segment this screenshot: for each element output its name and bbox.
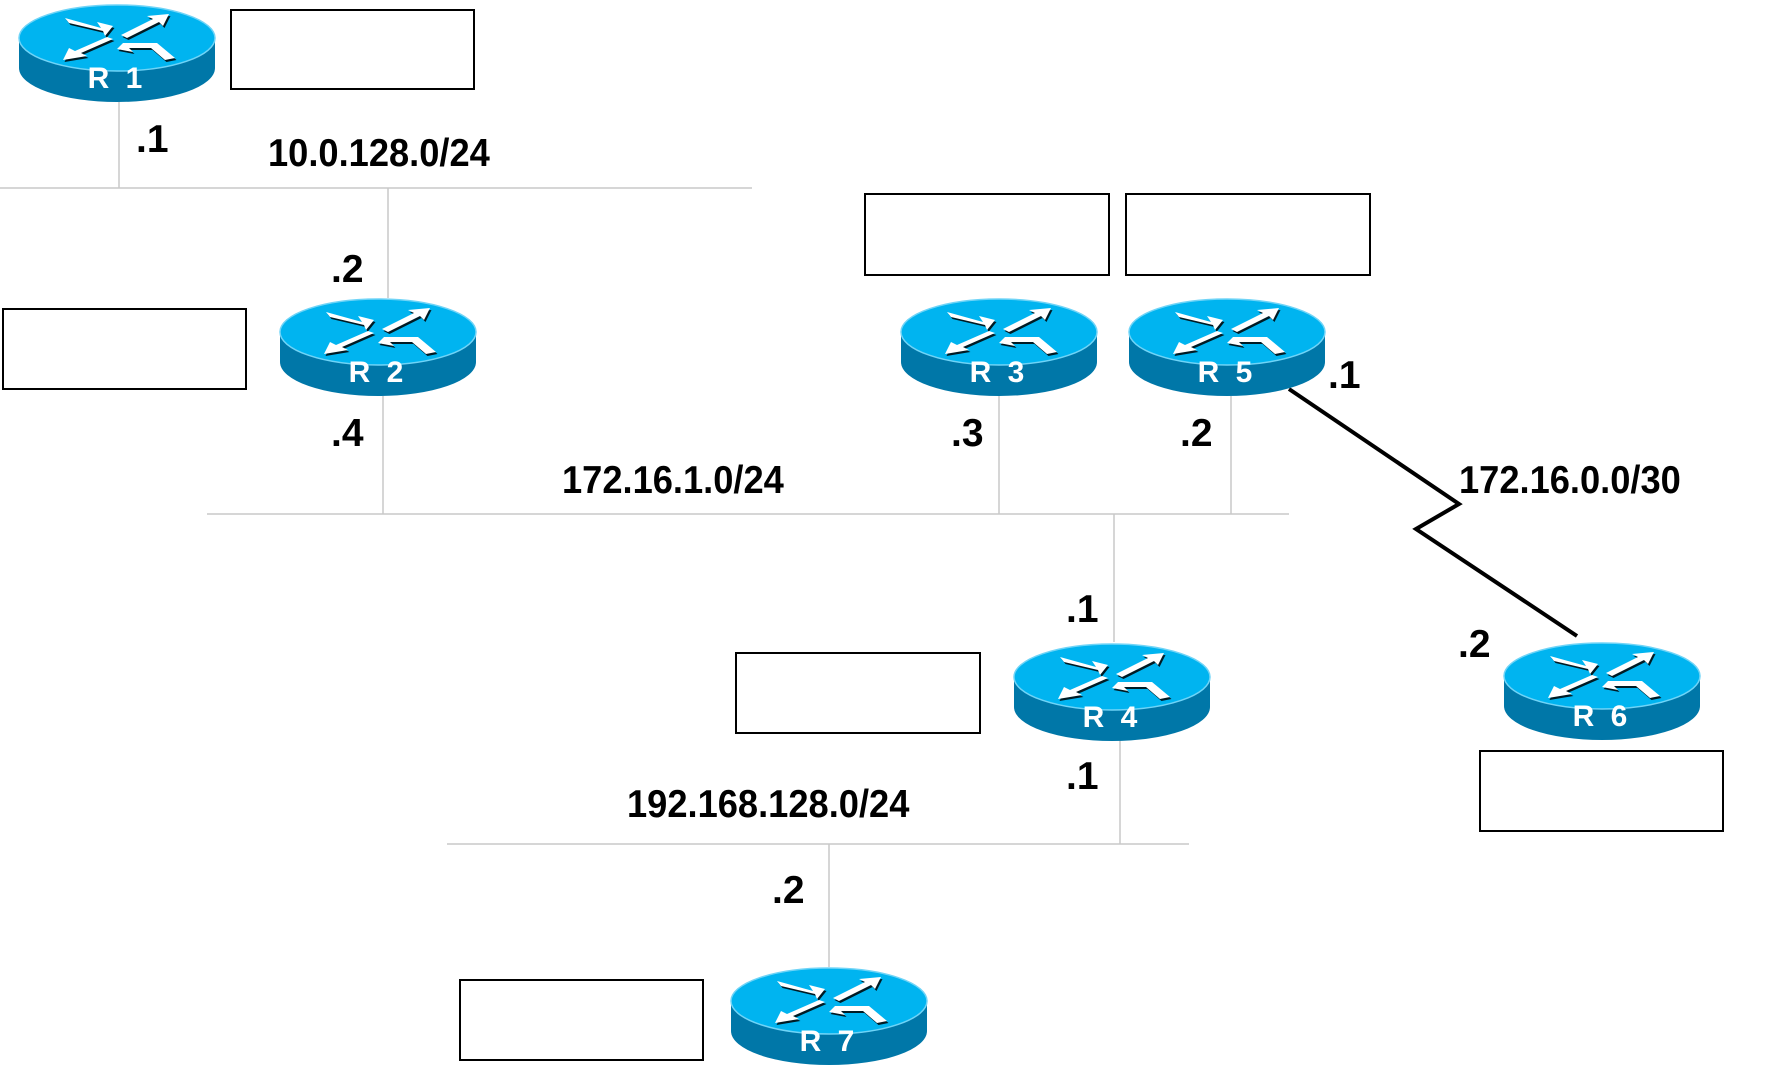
router-icon — [18, 4, 216, 102]
router-arrows — [945, 308, 1057, 354]
ip-label-r7-net192: .2 — [772, 869, 805, 912]
network-label-192-168-128: 192.168.128.0/24 — [627, 783, 910, 826]
router-label-box-r1[interactable] — [230, 9, 475, 90]
router-icon — [1128, 298, 1326, 396]
router-r6[interactable]: R 6 — [1502, 640, 1702, 743]
ip-label-r4-net172: .1 — [1066, 588, 1099, 631]
router-icon — [900, 298, 1098, 396]
router-icon — [279, 298, 477, 396]
router-label-box-r7[interactable] — [459, 979, 704, 1061]
ip-label-r1-net10: .1 — [136, 118, 169, 161]
ip-label-r2-net172: .4 — [331, 412, 364, 455]
router-name: R 6 — [1572, 700, 1632, 733]
network-label-172-16-0: 172.16.0.0/30 — [1459, 459, 1681, 502]
ip-label-r5-net172: .2 — [1180, 412, 1213, 455]
router-label-box-r2[interactable] — [2, 308, 247, 390]
router-name: R 1 — [87, 62, 147, 95]
router-r7[interactable]: R 7 — [729, 965, 929, 1068]
ip-label-r2-net10: .2 — [331, 248, 364, 291]
network-label-10-0-128: 10.0.128.0/24 — [268, 132, 490, 175]
serial-link-r5-r6 — [1287, 387, 1579, 638]
router-label-box-r5[interactable] — [1125, 193, 1371, 276]
router-arrows — [1058, 653, 1170, 699]
router-label-box-r4[interactable] — [735, 652, 981, 734]
router-name: R 7 — [799, 1025, 859, 1058]
router-r2[interactable]: R 2 — [278, 296, 478, 399]
router-arrows — [63, 14, 175, 60]
router-arrows — [324, 308, 436, 354]
ip-label-r6-serial: .2 — [1458, 623, 1491, 666]
router-r4[interactable]: R 4 — [1012, 641, 1212, 744]
router-label-box-r6[interactable] — [1479, 750, 1724, 832]
router-label-box-r3[interactable] — [864, 193, 1110, 276]
ip-label-r4-net192: .1 — [1066, 755, 1099, 798]
ip-label-r3-net172: .3 — [951, 412, 984, 455]
router-arrows — [1173, 308, 1285, 354]
router-arrows — [775, 977, 887, 1023]
router-icon — [1013, 643, 1211, 741]
router-arrows — [1548, 652, 1660, 698]
router-name: R 5 — [1197, 356, 1257, 389]
router-name: R 2 — [348, 356, 408, 389]
router-icon — [1503, 642, 1701, 740]
router-r1[interactable]: R 1 — [17, 2, 217, 105]
router-r5[interactable]: R 5 — [1127, 296, 1327, 399]
router-r3[interactable]: R 3 — [899, 296, 1099, 399]
router-name: R 4 — [1082, 701, 1142, 734]
ip-label-r5-serial: .1 — [1328, 354, 1361, 397]
network-label-172-16-1: 172.16.1.0/24 — [562, 459, 784, 502]
router-icon — [730, 967, 928, 1065]
router-name: R 3 — [969, 356, 1029, 389]
